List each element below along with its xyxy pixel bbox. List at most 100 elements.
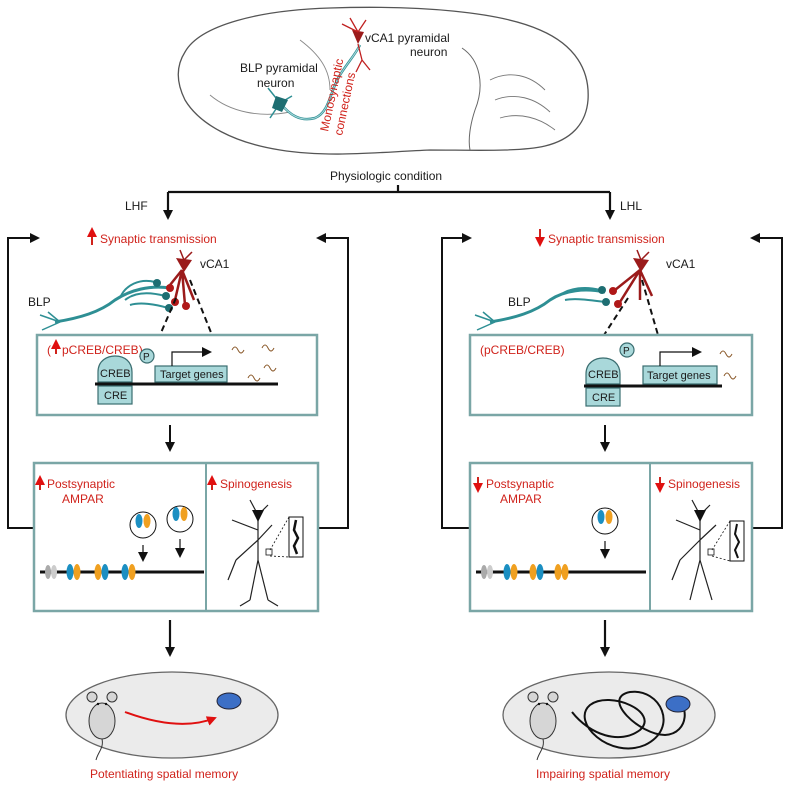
left-direct-path [124, 711, 217, 726]
left-vesicle-2-orange [180, 507, 188, 521]
right-mouse [527, 691, 559, 761]
left-mouse [86, 691, 118, 761]
left-spine-3 [182, 302, 190, 310]
left-vesicle-2 [166, 505, 194, 533]
left-synaptic-label: Synaptic transmission [100, 232, 217, 246]
left-boutons-1 [153, 279, 161, 287]
vca1-neuron-soma [352, 30, 364, 44]
right-ampar-label-1: Postsynaptic [486, 477, 554, 491]
right-vca1-dendrites [614, 269, 654, 303]
right-search-path [571, 690, 686, 750]
left-vesicle-1-blue [135, 514, 143, 528]
right-cre-box [585, 387, 621, 407]
right-spine-zoom [711, 520, 731, 562]
left-spine-zoom [269, 516, 290, 558]
blp-label-2: neuron [257, 76, 294, 90]
right-spine-inset-dendrite [733, 523, 741, 559]
right-spine-neuron-soma [694, 510, 706, 522]
left-pcreb-label: pCREB/CREB) [62, 343, 143, 357]
left-mrna-1 [231, 344, 277, 382]
left-vca1-label: vCA1 [200, 257, 230, 271]
left-feedback-loop-left [7, 233, 40, 529]
left-panel: Synaptic transmission vCA1 BLP ( pCREB/C… [7, 227, 349, 781]
physiologic-condition-label: Physiologic condition [330, 169, 442, 183]
right-boutons-1 [598, 286, 606, 294]
left-blp-dendrite [39, 311, 61, 331]
left-p-circle [139, 348, 155, 364]
right-target-label: Target genes [647, 370, 711, 382]
left-cre-label: CRE [104, 390, 127, 402]
right-blp-label: BLP [508, 295, 531, 309]
right-ampar-label-2: AMPAR [500, 492, 542, 506]
blp-axon-inner [279, 44, 361, 120]
right-zoom-lines [603, 279, 659, 336]
left-spine-inset [288, 516, 304, 558]
right-creb-protein [585, 357, 621, 385]
vca1-dendrites [341, 17, 371, 73]
brain-fold-2 [209, 39, 331, 115]
left-vca1-dendrites [169, 269, 196, 306]
left-zoom-lines [159, 279, 213, 336]
right-target-box [642, 365, 718, 385]
lhl-label: LHL [620, 199, 642, 213]
right-boutons-2 [602, 298, 610, 306]
left-pcreb-open: ( [47, 343, 51, 357]
left-p-label: P [143, 352, 150, 363]
right-feedback-loop-left [441, 233, 472, 529]
right-blp-dendrite [474, 311, 496, 331]
left-transcription-arrow [171, 347, 212, 366]
left-blp-label: BLP [28, 295, 51, 309]
brain-section: BLP pyramidal neuron vCA1 pyramidal neur… [177, 6, 589, 155]
right-vca1-soma [633, 258, 649, 272]
right-vesicle-orange [605, 510, 613, 524]
right-spino-label: Spinogenesis [668, 477, 740, 491]
left-spine-mark [265, 548, 273, 556]
left-blp-process [54, 285, 171, 324]
right-spine-2 [614, 300, 622, 308]
left-vesicle-1 [129, 511, 157, 539]
left-creb-label: CREB [100, 368, 131, 380]
left-creb-protein [97, 355, 133, 383]
right-synaptic-label: Synaptic transmission [548, 232, 665, 246]
right-outcome-label: Impairing spatial memory [536, 767, 670, 781]
cerebellum-line [461, 47, 481, 151]
left-spine-neuron-soma [252, 510, 264, 522]
left-spine-1 [166, 284, 174, 292]
right-spine-mark [707, 548, 715, 556]
left-cre-box [97, 385, 133, 405]
left-blp-terminals [119, 279, 169, 309]
right-vca1-apical [636, 249, 650, 261]
left-target-box [154, 365, 228, 383]
right-creb-label: CREB [588, 369, 619, 381]
left-vca1-soma [176, 258, 192, 272]
brain-fold-1 [489, 74, 556, 131]
vca1-label-2: neuron [410, 45, 447, 59]
left-plasticity-box [32, 461, 320, 613]
right-spine-inset [729, 520, 745, 562]
right-p-circle [619, 342, 635, 358]
left-ampar-label-1: Postsynaptic [47, 477, 115, 491]
left-feedback-loop-right [316, 233, 349, 529]
right-vesicle-blue [597, 510, 605, 524]
left-spine-inset-dendrite [292, 519, 300, 555]
right-spine-1 [609, 287, 617, 295]
right-feedback-loop-right [750, 233, 783, 529]
left-target-label: Target genes [160, 369, 224, 381]
split-line [168, 185, 610, 194]
left-membrane-receptors [45, 564, 136, 580]
right-vesicle [591, 507, 619, 535]
right-p-label: P [623, 346, 630, 357]
left-spino-label: Spinogenesis [220, 477, 292, 491]
vca1-label-1: vCA1 pyramidal [365, 31, 450, 45]
left-vesicle-1-orange [143, 514, 151, 528]
right-platform [665, 695, 691, 713]
brain-outline [177, 6, 589, 155]
left-vca1-apical [179, 249, 193, 261]
left-platform [216, 692, 242, 710]
right-cre-label: CRE [592, 392, 615, 404]
lhf-label: LHF [125, 199, 148, 213]
right-blp-process [489, 288, 606, 324]
right-membrane-receptors [481, 564, 569, 580]
left-vesicle-2-blue [172, 507, 180, 521]
